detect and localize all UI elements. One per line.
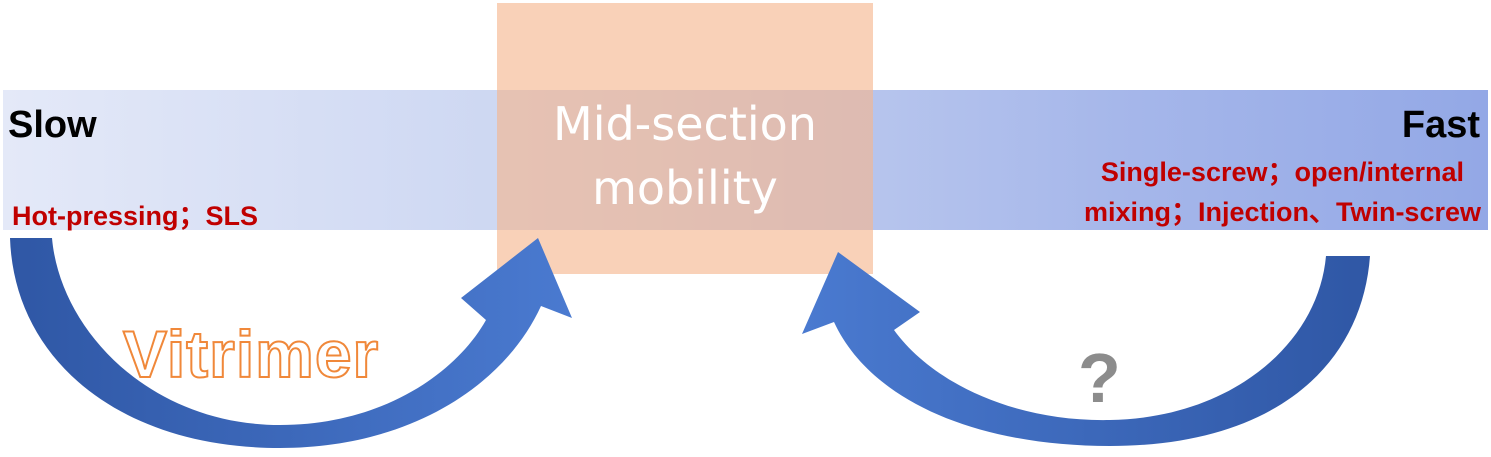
fast-label: Fast — [1401, 104, 1480, 146]
vitrimer-caption: Vitrimer — [122, 316, 380, 392]
slow-label: Slow — [8, 104, 97, 146]
mid-section-label: Mid-section mobility — [497, 92, 873, 220]
fast-methods-line2: mixing；Injection、Twin-screw — [1083, 197, 1481, 227]
fast-methods-text: Single-screw；open/internal mixing；Inject… — [1084, 152, 1481, 232]
mid-section-line1: Mid-section — [553, 97, 817, 151]
left-curved-arrow — [10, 238, 572, 448]
mid-section-box — [497, 3, 873, 274]
fast-methods-line1: Single-screw；open/internal — [1100, 157, 1464, 187]
right-curved-arrow — [802, 252, 1370, 446]
slow-methods-text: Hot-pressing；SLS — [12, 201, 259, 231]
question-mark-caption: ? — [1078, 339, 1121, 417]
mid-section-line2: mobility — [592, 161, 778, 215]
